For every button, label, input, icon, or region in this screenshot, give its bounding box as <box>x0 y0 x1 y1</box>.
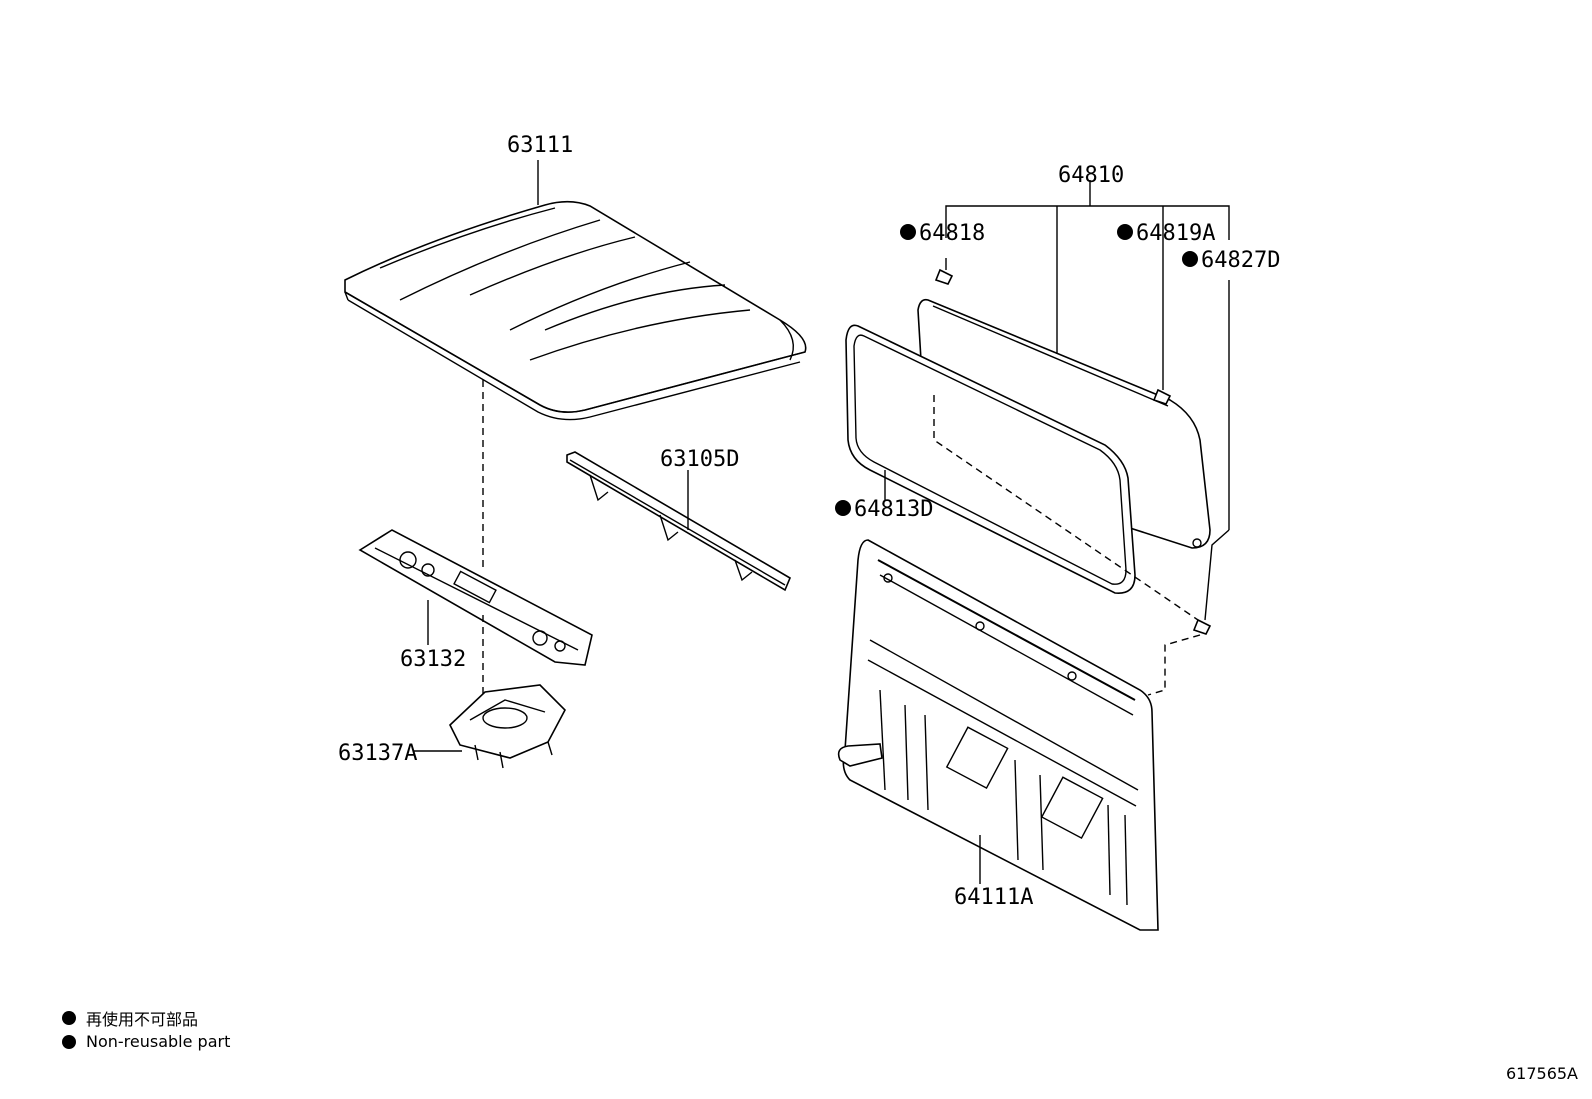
legend-text-english: Non-reusable part <box>86 1032 231 1051</box>
clip-64819a-drawing <box>1152 388 1172 405</box>
diagram-code: 617565A <box>1505 1064 1578 1083</box>
part-label-64827d: 64827D <box>1201 248 1280 273</box>
roof-header-drawing <box>358 529 593 666</box>
non-reusable-dot-64813d <box>835 500 851 516</box>
leader-64810 <box>945 205 1230 240</box>
bracket-drawing <box>449 684 566 769</box>
dashed-leader-glass-left <box>933 395 1199 621</box>
back-window-glass-drawing <box>917 298 1211 549</box>
legend-dot <box>62 1011 76 1025</box>
part-label-64810: 64810 <box>1058 163 1124 188</box>
legend-dot <box>62 1034 76 1049</box>
non-reusable-dot-64819a <box>1117 224 1133 240</box>
roof-bow-drawing <box>566 451 792 592</box>
back-window-weatherstrip-drawing <box>845 324 1136 594</box>
part-label-63105d: 63105D <box>660 447 739 472</box>
clip-64827d-drawing <box>1192 618 1212 635</box>
clip-64818-drawing <box>934 258 954 285</box>
non-reusable-dot-64818 <box>900 224 916 240</box>
leader-64827d-lower <box>1204 529 1230 621</box>
legend-english: Non-reusable part <box>62 1032 230 1051</box>
dashed-leader-glass-right <box>1147 634 1201 696</box>
part-label-64819a: 64819A <box>1136 221 1215 246</box>
back-panel-drawing <box>837 539 1159 931</box>
legend-text-japanese: 再使用不可部品 <box>86 1010 199 1029</box>
part-label-63137a: 63137A <box>338 741 417 766</box>
legend-japanese: 再使用不可部品 <box>62 1006 198 1030</box>
part-label-63132: 63132 <box>400 647 466 672</box>
roof-panel-drawing <box>344 200 807 421</box>
part-label-64818: 64818 <box>919 221 985 246</box>
non-reusable-dot-64827d <box>1182 251 1198 267</box>
part-label-64813d: 64813D <box>854 497 933 522</box>
part-label-63111: 63111 <box>507 133 573 158</box>
part-label-64111a: 64111A <box>954 885 1033 910</box>
